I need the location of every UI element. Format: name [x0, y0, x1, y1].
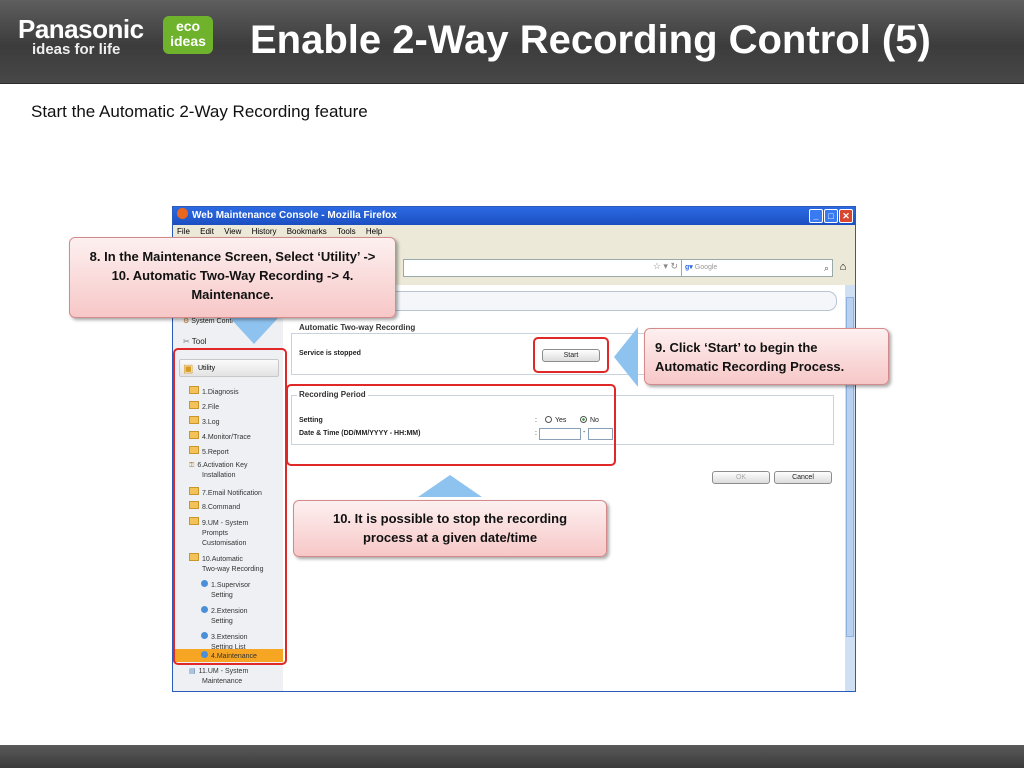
- globe-icon: [201, 606, 208, 613]
- ok-button[interactable]: OK: [712, 471, 770, 484]
- tree-item-diagnosis[interactable]: 1.Diagnosis: [189, 386, 239, 398]
- slide-title: Enable 2-Way Recording Control (5): [250, 18, 931, 62]
- window-titlebar: Web Maintenance Console - Mozilla Firefo…: [173, 207, 855, 225]
- date-time-dash: -: [583, 429, 586, 436]
- search-box[interactable]: g▾ Google ⌕: [681, 259, 833, 277]
- tree-item-command[interactable]: 8.Command: [189, 501, 240, 513]
- eco-line2: ideas: [170, 33, 206, 49]
- tool-icon: ✂: [183, 337, 190, 346]
- brand-name: Panasonic: [18, 14, 144, 44]
- cancel-button[interactable]: Cancel: [774, 471, 832, 484]
- sidebar-tool[interactable]: ✂ Tool: [183, 337, 207, 346]
- menu-edit[interactable]: Edit: [200, 227, 214, 236]
- window-title: Web Maintenance Console - Mozilla Firefo…: [192, 210, 397, 221]
- menu-view[interactable]: View: [224, 227, 242, 236]
- arrow-left-to-start: [614, 327, 638, 387]
- slide-header: Panasonic ideas for life eco ideas Enabl…: [0, 0, 1024, 84]
- folder-icon: [189, 446, 199, 454]
- arrow-down-to-sidebar: [230, 318, 278, 344]
- minimize-icon[interactable]: _: [809, 209, 823, 223]
- maximize-icon[interactable]: □: [824, 209, 838, 223]
- search-placeholder: Google: [694, 264, 718, 271]
- highlight-start-button: [533, 337, 609, 373]
- setting-colon: :: [535, 417, 537, 424]
- setting-label: Setting: [299, 417, 323, 424]
- home-icon[interactable]: ⌂: [839, 261, 847, 273]
- google-icon: g▾: [685, 264, 693, 271]
- menu-file[interactable]: File: [177, 227, 190, 236]
- utility-icon: ▣: [183, 363, 194, 375]
- tree-item-log[interactable]: 3.Log: [189, 416, 220, 428]
- menu-help[interactable]: Help: [365, 227, 383, 236]
- globe-icon: [201, 580, 208, 587]
- tree-subitem-maintenance[interactable]: 4.Maintenance: [201, 651, 257, 662]
- radio-yes[interactable]: Yes: [545, 416, 566, 424]
- time-input[interactable]: [588, 428, 613, 440]
- radio-no[interactable]: No: [580, 416, 599, 424]
- group1-title: Automatic Two-way Recording: [297, 323, 418, 332]
- scroll-thumb[interactable]: [846, 297, 854, 637]
- datetime-label: Date & Time (DD/MM/YYYY - HH:MM): [299, 430, 421, 437]
- tree-item-report[interactable]: 5.Report: [189, 446, 229, 458]
- key-icon: ⚿: [189, 462, 195, 469]
- tree-item-email-notification[interactable]: 7.Email Notification: [189, 487, 262, 499]
- start-button[interactable]: Start: [542, 349, 600, 362]
- star-icon[interactable]: ☆ ▾ ↻: [652, 261, 678, 271]
- folder-icon: [189, 431, 199, 439]
- callout-step-10: 10. It is possible to stop the recording…: [293, 500, 607, 557]
- highlight-sidebar: [173, 348, 287, 665]
- folder-icon: [189, 386, 199, 394]
- sidebar-utility[interactable]: ▣ Utility: [179, 359, 279, 377]
- slide-subtitle: Start the Automatic 2-Way Recording feat…: [31, 102, 368, 121]
- menu-tools[interactable]: Tools: [336, 227, 356, 236]
- vertical-scrollbar[interactable]: [845, 285, 855, 691]
- system-control-icon: ⚙: [183, 318, 190, 325]
- radio-no-icon: [580, 416, 587, 423]
- callout-step-8: 8. In the Maintenance Screen, Select ‘Ut…: [69, 237, 396, 318]
- tree-item-file[interactable]: 2.File: [189, 401, 219, 413]
- service-status: Service is stopped: [299, 350, 361, 357]
- menu-history[interactable]: History: [251, 227, 277, 236]
- folder-open-icon: [189, 553, 199, 561]
- menu-bookmarks[interactable]: Bookmarks: [286, 227, 327, 236]
- search-icon[interactable]: ⌕: [823, 263, 829, 273]
- callout-step-9: 9. Click ‘Start’ to begin the Automatic …: [644, 328, 889, 385]
- highlight-recording-period: [286, 384, 616, 466]
- firefox-icon: [177, 208, 188, 219]
- folder-icon: [189, 501, 199, 509]
- date-input[interactable]: [539, 428, 581, 440]
- brand-tagline: ideas for life: [32, 41, 121, 58]
- globe-icon: [201, 632, 208, 639]
- sidebar: ⚙ System Control ✂ Tool ▣ Utility 1.Diag…: [173, 285, 283, 691]
- datetime-colon: :: [535, 430, 537, 437]
- slide-footer: [0, 745, 1024, 768]
- radio-yes-icon: [545, 416, 552, 423]
- tree-item-monitor-trace[interactable]: 4.Monitor/Trace: [189, 431, 251, 443]
- folder-icon: [189, 416, 199, 424]
- close-icon[interactable]: ✕: [839, 209, 853, 223]
- folder-icon: [189, 487, 199, 495]
- globe-icon: [201, 651, 208, 658]
- eco-line1: eco: [175, 18, 201, 34]
- folder-icon: [189, 517, 199, 525]
- um-maintenance-icon: ▤: [189, 668, 196, 675]
- arrow-up-to-period: [418, 475, 482, 497]
- group-recording-period: [291, 395, 834, 445]
- folder-icon: [189, 401, 199, 409]
- group2-title: Recording Period: [297, 390, 368, 399]
- menu-bar: File Edit View History Bookmarks Tools H…: [173, 225, 855, 239]
- eco-ideas-logo: eco ideas: [163, 16, 213, 54]
- url-bar[interactable]: ☆ ▾ ↻: [403, 259, 683, 277]
- panasonic-logo: Panasonic ideas for life: [18, 16, 144, 58]
- sidebar-system-control[interactable]: ⚙ System Control: [183, 318, 240, 325]
